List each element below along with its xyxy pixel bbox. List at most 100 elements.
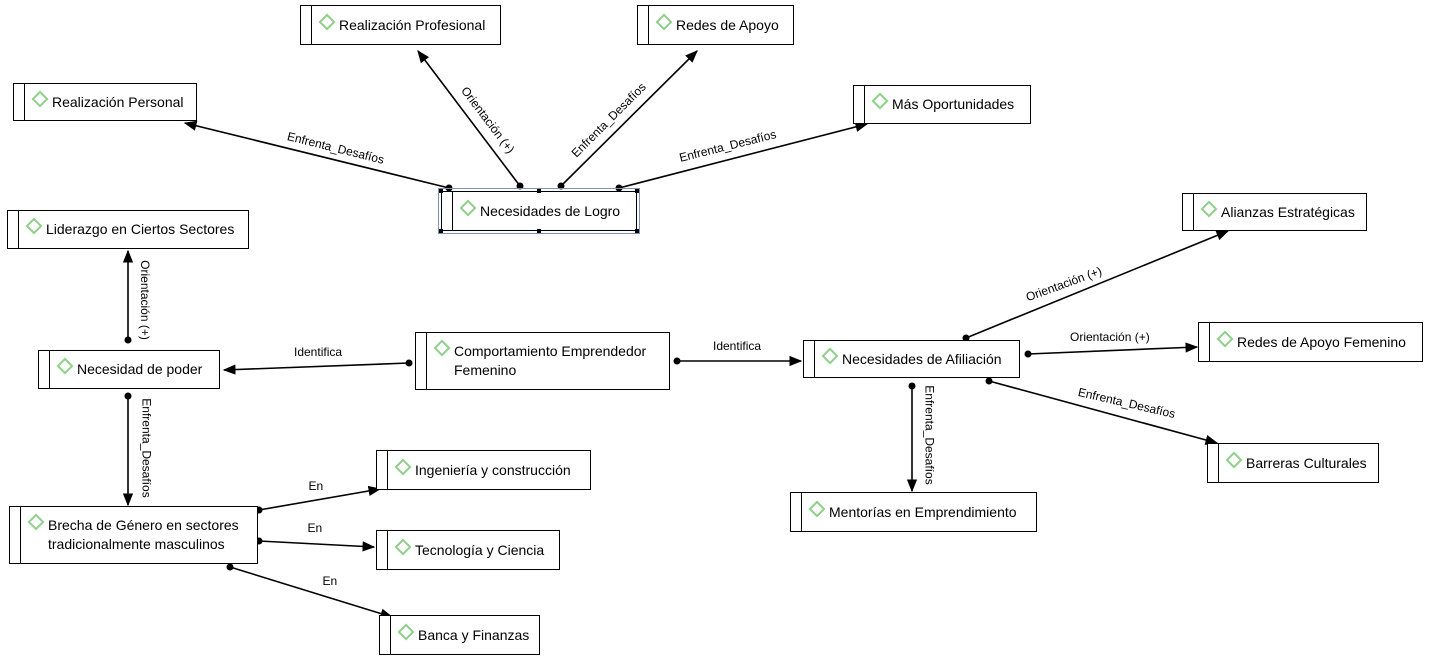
selection-handle[interactable] <box>635 229 639 233</box>
node-label: Comportamiento Emprendedor Femenino <box>454 343 647 378</box>
relation-origin-dot <box>615 184 623 192</box>
relation-line[interactable] <box>258 485 382 511</box>
diamond-code-icon <box>394 538 412 556</box>
node-label: Liderazgo en Ciertos Sectores <box>46 221 235 237</box>
relation-label: En <box>307 521 323 535</box>
selection-handle[interactable] <box>439 229 443 233</box>
code-node-liderazgo[interactable]: Liderazgo en Ciertos Sectores <box>7 210 249 249</box>
relation-label: Enfrenta_Desafíos <box>139 398 154 498</box>
diamond-code-icon <box>31 90 49 108</box>
node-side-bar <box>20 507 21 563</box>
node-side-bar <box>311 6 312 44</box>
code-node-brecha[interactable]: Brecha de Género en sectores tradicional… <box>9 506 258 564</box>
node-side-bar <box>801 493 802 531</box>
node-side-bar <box>387 531 388 569</box>
relation-label: Orientación (+) <box>1070 330 1150 344</box>
code-node-barreras[interactable]: Barreras Culturales <box>1207 443 1379 483</box>
node-label: Necesidad de poder <box>77 361 203 377</box>
relation-line[interactable] <box>1027 342 1199 355</box>
relation-label: En <box>308 479 324 493</box>
node-label: Mentorías en Emprendimiento <box>829 503 1017 520</box>
diamond-code-icon <box>394 458 412 476</box>
node-label: Necesidades de Logro <box>480 202 621 219</box>
relation-origin-dot <box>226 563 234 571</box>
diamond-code-icon <box>397 623 415 641</box>
node-side-bar <box>648 6 649 44</box>
relation-line[interactable] <box>229 566 394 619</box>
node-label: Redes de Apoyo <box>676 16 779 33</box>
relation-label: Identifica <box>294 345 343 359</box>
relation-line[interactable] <box>222 362 410 375</box>
relation-origin-dot <box>516 182 524 190</box>
relation-origin-dot <box>1024 350 1032 358</box>
selection-handle[interactable] <box>537 189 541 193</box>
selection-handle[interactable] <box>439 189 443 193</box>
node-label: Ingeniería y construcción <box>415 461 571 478</box>
node-side-bar <box>390 616 391 654</box>
node-side-bar <box>814 341 815 377</box>
diamond-code-icon <box>56 357 74 375</box>
code-node-redes-fem[interactable]: Redes de Apoyo Femenino <box>1198 322 1423 362</box>
code-node-tecnologia[interactable]: Tecnología y Ciencia <box>376 530 560 570</box>
relation-origin-dot <box>124 392 132 400</box>
diamond-code-icon <box>655 13 673 31</box>
relation-label: En <box>322 574 338 588</box>
code-node-comport[interactable]: Comportamiento Emprendedor Femenino <box>415 332 670 390</box>
code-node-poder[interactable]: Necesidad de poder <box>38 350 220 389</box>
relation-origin-dot <box>124 336 132 344</box>
relation-line[interactable] <box>618 121 869 189</box>
code-node-mentorias[interactable]: Mentorías en Emprendimiento <box>790 492 1037 532</box>
relation-origin-dot <box>908 382 916 390</box>
diamond-code-icon <box>433 339 451 357</box>
diamond-code-icon <box>318 13 336 31</box>
node-side-bar <box>864 86 865 123</box>
node-side-bar <box>18 211 19 248</box>
diamond-code-icon <box>821 347 839 365</box>
relation-line[interactable] <box>183 120 450 189</box>
code-node-real-prof[interactable]: Realización Profesional <box>300 5 501 45</box>
relation-line[interactable] <box>965 230 1230 339</box>
node-side-bar <box>387 451 388 489</box>
node-side-bar <box>452 192 453 230</box>
code-node-redes-apoyo[interactable]: Redes de Apoyo <box>637 5 794 45</box>
code-node-logro[interactable]: Necesidades de Logro <box>438 188 640 234</box>
node-label: Realización Profesional <box>339 16 486 33</box>
node-side-bar <box>24 84 25 120</box>
node-label: Redes de Apoyo Femenino <box>1237 333 1406 350</box>
diamond-code-icon <box>459 199 477 217</box>
diamond-code-icon <box>808 500 826 518</box>
code-node-alianzas[interactable]: Alianzas Estratégicas <box>1182 193 1367 231</box>
code-node-real-pers[interactable]: Realización Personal <box>13 83 197 121</box>
node-label: Realización Personal <box>52 93 184 110</box>
node-label: Alianzas Estratégicas <box>1221 203 1355 220</box>
node-label: Tecnología y Ciencia <box>415 541 545 558</box>
node-label: Más Oportunidades <box>892 96 1015 112</box>
selection-handle[interactable] <box>635 189 639 193</box>
relation-label: Identifica <box>713 339 762 353</box>
node-side-bar <box>1218 444 1219 482</box>
relation-label: Enfrenta_Desafíos <box>922 385 937 485</box>
relation-origin-dot <box>962 334 970 342</box>
relation-line[interactable] <box>988 380 1219 445</box>
code-node-afiliacion[interactable]: Necesidades de Afiliación <box>803 340 1020 378</box>
relation-origin-dot <box>405 359 413 367</box>
node-label: Necesidades de Afiliación <box>842 350 1002 367</box>
code-node-ingenieria[interactable]: Ingeniería y construcción <box>376 450 591 490</box>
diamond-code-icon <box>25 217 43 235</box>
relation-line[interactable] <box>560 50 698 187</box>
selection-handle[interactable] <box>537 229 541 233</box>
diamond-code-icon <box>1216 330 1234 348</box>
node-side-bar <box>49 351 50 388</box>
diamond-code-icon <box>27 513 45 531</box>
diamond-code-icon <box>1200 200 1218 218</box>
code-node-mas-oport[interactable]: Más Oportunidades <box>853 85 1031 124</box>
relation-line[interactable] <box>258 540 376 552</box>
node-label: Brecha de Género en sectores tradicional… <box>48 517 239 552</box>
node-label: Banca y Finanzas <box>418 626 530 643</box>
node-side-bar <box>1193 194 1194 230</box>
relation-line[interactable] <box>417 49 521 187</box>
diamond-code-icon <box>871 92 889 110</box>
code-node-banca[interactable]: Banca y Finanzas <box>379 615 540 655</box>
relation-origin-dot <box>673 357 681 365</box>
